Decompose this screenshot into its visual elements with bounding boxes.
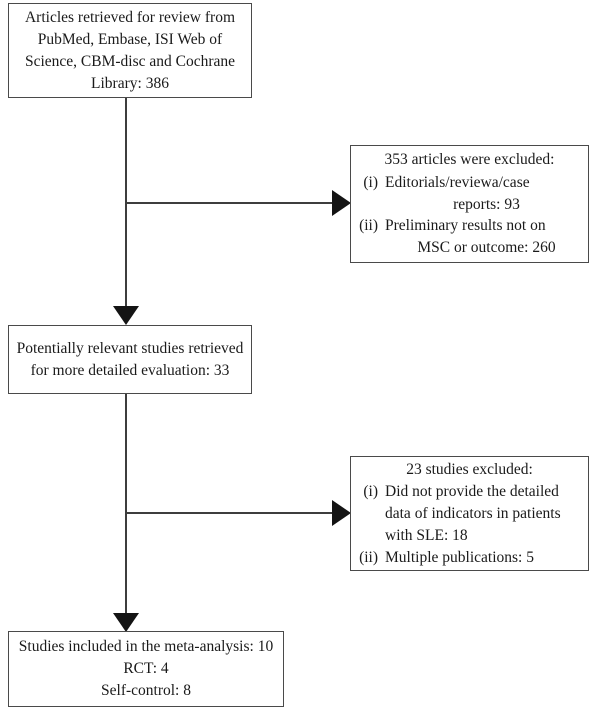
text-line: Articles retrieved for review from (24, 8, 235, 26)
text-line: PubMed, Embase, ISI Web of (37, 30, 223, 48)
list-text: Multiple publications: 5 (385, 547, 588, 569)
text-line: RCT: 4 (123, 660, 169, 677)
arrowhead-down-to-potentially-relevant (113, 306, 139, 325)
arrowhead-right-to-exclusion-2 (332, 500, 351, 526)
text-line: Studies included in the meta-analysis: 1… (18, 638, 274, 655)
list-marker: (ii) (359, 217, 378, 235)
arrowhead-down-to-included (113, 613, 139, 632)
text-line: with SLE: 18 (385, 526, 468, 544)
list-item: (i) Editorials/reviewa/case reports: 93 (351, 172, 588, 215)
node-articles-retrieved-text: Articles retrieved for review from PubMe… (9, 7, 251, 95)
text-line: data of indicators in patients (385, 505, 561, 523)
exclusion-first-heading: 353 articles were excluded: (384, 151, 555, 169)
text-line: Self-control: 8 (101, 682, 191, 699)
list-marker: (i) (363, 173, 378, 191)
node-articles-retrieved: Articles retrieved for review from PubMe… (8, 3, 252, 98)
text-line: Multiple publications: 5 (385, 548, 534, 566)
list-item: (i) Did not provide the detailed data of… (351, 481, 588, 546)
text-line: Potentially relevant studies retrieved (16, 339, 244, 357)
node-studies-included-text: Studies included in the meta-analysis: 1… (9, 636, 283, 702)
text-line: Preliminary results not on (385, 217, 546, 235)
exclusion-first-list: (i) Editorials/reviewa/case reports: 93 … (351, 172, 588, 259)
text-line: Editorials/reviewa/case (385, 173, 530, 191)
node-potentially-relevant-text: Potentially relevant studies retrieved f… (9, 338, 251, 382)
connector-retrieved-to-branch1 (125, 97, 127, 203)
node-exclusion-first: 353 articles were excluded: (i) Editoria… (350, 145, 589, 263)
text-line: for more detailed evaluation: 33 (30, 361, 230, 379)
list-marker: (i) (363, 483, 378, 501)
node-studies-included: Studies included in the meta-analysis: 1… (8, 631, 284, 707)
connector-branch1-to-potentially-relevant (125, 203, 127, 307)
text-line: Library: 386 (91, 74, 169, 92)
node-potentially-relevant: Potentially relevant studies retrieved f… (8, 325, 252, 394)
list-item: (ii) Multiple publications: 5 (351, 547, 588, 569)
exclusion-second-heading: 23 studies excluded: (406, 460, 533, 478)
arrowhead-right-to-exclusion-1 (332, 190, 351, 216)
connector-branch2-horizontal (125, 512, 337, 514)
exclusion-second-list: (i) Did not provide the detailed data of… (351, 481, 588, 568)
text-line: MSC or outcome: 260 (417, 239, 556, 257)
node-exclusion-second: 23 studies excluded: (i) Did not provide… (350, 456, 589, 571)
connector-potentially-relevant-to-branch2 (125, 393, 127, 513)
text-line: reports: 93 (453, 195, 520, 213)
connector-branch1-horizontal (125, 202, 337, 204)
list-text: Did not provide the detailed data of ind… (385, 481, 588, 546)
list-item: (ii) Preliminary results not on MSC or o… (351, 215, 588, 258)
list-text: Preliminary results not on MSC or outcom… (385, 215, 588, 258)
text-line: Did not provide the detailed (385, 483, 559, 501)
list-text: Editorials/reviewa/case reports: 93 (385, 172, 588, 215)
connector-branch2-to-included (125, 513, 127, 618)
list-marker: (ii) (359, 548, 378, 566)
text-line: Science, CBM-disc and Cochrane (24, 52, 236, 70)
